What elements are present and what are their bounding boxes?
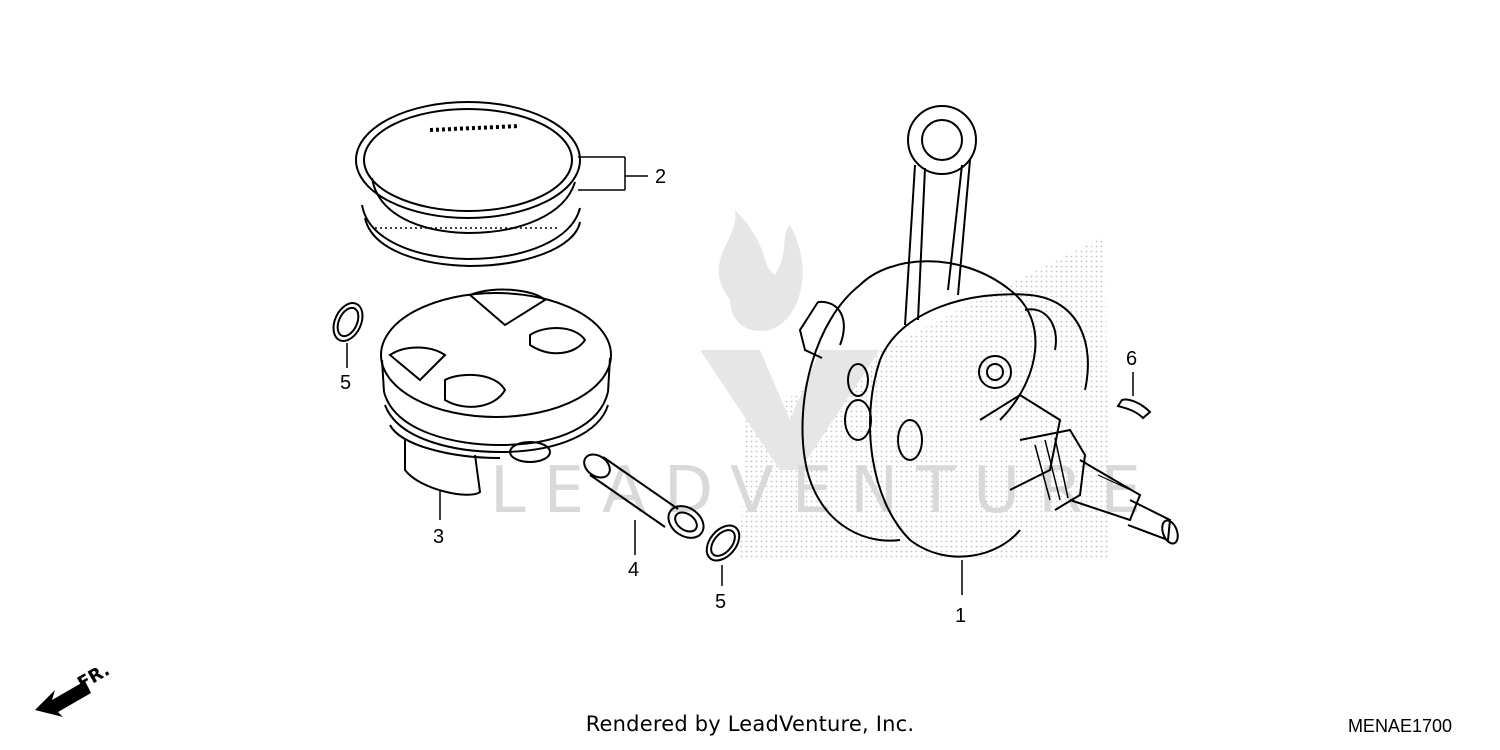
- callout-2: 2: [655, 166, 666, 188]
- callout-1: 1: [955, 605, 966, 627]
- footer-credit: Rendered by LeadVenture, Inc.: [585, 712, 915, 736]
- diagram-code: MENAE1700: [1347, 716, 1452, 736]
- callout-5-left: 5: [340, 372, 351, 394]
- callout-2-leader: [578, 156, 648, 191]
- pin-clip-right[interactable]: [700, 519, 746, 566]
- watermark-text: LEADVENTURE: [490, 454, 1159, 528]
- piston-rings[interactable]: [355, 101, 581, 268]
- crankshaft[interactable]: [798, 105, 1181, 558]
- callout-5-right: 5: [715, 591, 726, 613]
- piston[interactable]: [380, 288, 612, 496]
- watermark: LEADVENTURE: [490, 210, 1159, 560]
- pin-clip-left[interactable]: [328, 298, 368, 345]
- piston-pin[interactable]: [580, 450, 710, 545]
- callout-4: 4: [628, 559, 639, 581]
- callout-6: 6: [1126, 348, 1137, 370]
- woodruff-key[interactable]: [1116, 398, 1152, 420]
- callout-3: 3: [433, 526, 444, 548]
- front-direction-arrow: FR.: [35, 659, 113, 717]
